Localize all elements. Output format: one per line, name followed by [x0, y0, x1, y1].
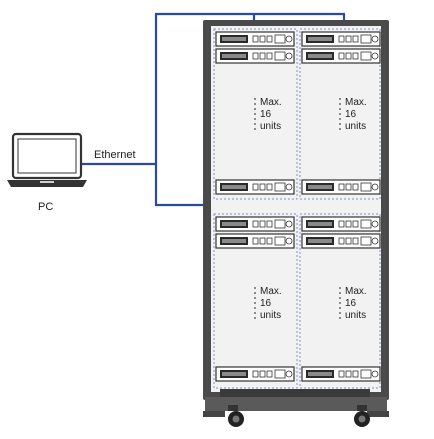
- pc-label: PC: [38, 201, 54, 213]
- zone-bottom-left-label: Max. 16 units: [260, 286, 282, 322]
- zone-bottom-right-label: Max. 16 units: [345, 286, 367, 322]
- instrument-unit-bottom-left-last: [215, 366, 295, 382]
- unit-continuation-dots: [254, 98, 341, 319]
- instrument-unit-bottom-left-2: [215, 233, 295, 249]
- zone-top-right-count: 16: [345, 109, 357, 120]
- zone-top-left-label: Max. 16 units: [260, 97, 282, 133]
- pc-laptop-icon: [7, 132, 87, 187]
- instrument-unit-top-left-1: [215, 31, 295, 47]
- caster-wheel-right: [354, 405, 370, 427]
- instrument-unit-top-right-1: [301, 31, 381, 47]
- instrument-unit-bottom-left-1: [215, 216, 295, 232]
- zone-top-right: [299, 28, 381, 200]
- zone-top-right-max: Max.: [345, 97, 367, 108]
- instrument-unit-top-right-last: [301, 179, 381, 195]
- zone-top-left-max: Max.: [260, 97, 282, 108]
- zone-bottom-left-units: units: [260, 310, 282, 321]
- instrument-unit-bottom-right-2: [301, 233, 381, 249]
- instrument-unit-bottom-right-1: [301, 216, 381, 232]
- zone-top-right-label: Max. 16 units: [345, 97, 367, 133]
- instrument-unit-top-left-last: [215, 179, 295, 195]
- zone-bottom-right: [299, 213, 381, 389]
- zone-bottom-left-count: 16: [260, 298, 272, 309]
- instrument-unit-top-left-2: [215, 48, 295, 64]
- zone-bottom-left-max: Max.: [260, 286, 282, 297]
- rack-cabinet: [203, 20, 389, 417]
- zone-bottom-right-units: units: [345, 310, 367, 321]
- zone-top-left: [213, 28, 298, 200]
- zone-bottom-left: [213, 213, 298, 389]
- zone-top-left-count: 16: [260, 109, 272, 120]
- zone-bottom-right-max: Max.: [345, 286, 367, 297]
- instrument-unit-bottom-right-last: [301, 366, 381, 382]
- instrument-unit-top-right-2: [301, 48, 381, 64]
- zone-top-left-units: units: [260, 121, 282, 132]
- zone-top-right-units: units: [345, 121, 367, 132]
- ethernet-label: Ethernet: [94, 149, 136, 161]
- caster-wheel-left: [228, 405, 244, 427]
- zone-bottom-right-count: 16: [345, 298, 357, 309]
